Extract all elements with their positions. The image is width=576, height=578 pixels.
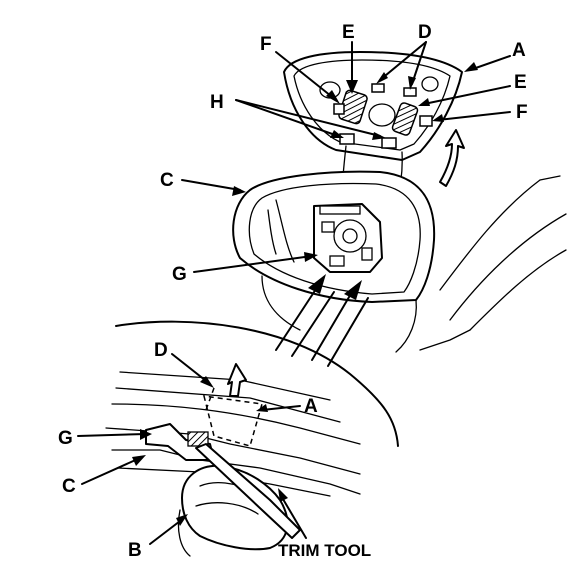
connector-h-right: [381, 137, 397, 149]
tab-f-right: [419, 115, 433, 127]
label-e-right: E: [514, 72, 527, 93]
label-f-right: F: [516, 102, 528, 123]
labels: F E D A E F H C G D A G C B TRIM TOOL: [58, 22, 528, 561]
mirror-housing: [232, 170, 436, 353]
label-c-housing: C: [160, 170, 174, 191]
label-f-top: F: [260, 34, 272, 55]
label-g-housing: G: [172, 264, 187, 285]
label-d-top: D: [418, 22, 432, 43]
label-b: B: [128, 540, 142, 561]
hook-d-left: [371, 83, 385, 93]
label-a-detail: A: [304, 396, 318, 417]
label-a-top: A: [512, 40, 526, 61]
leader-lines: [77, 41, 511, 545]
door-panel: [419, 175, 567, 351]
lift-arrow: [439, 129, 465, 187]
label-d-detail: D: [154, 340, 168, 361]
label-trim-tool: TRIM TOOL: [278, 541, 371, 560]
connector-h-left: [339, 133, 355, 145]
detail-view: [105, 320, 399, 557]
label-g-detail: G: [58, 428, 73, 449]
clip-e-right: [391, 102, 419, 136]
label-c-detail: C: [62, 476, 76, 497]
label-h: H: [210, 92, 224, 113]
tab-f-left: [333, 103, 345, 115]
label-e-top: E: [342, 22, 355, 43]
